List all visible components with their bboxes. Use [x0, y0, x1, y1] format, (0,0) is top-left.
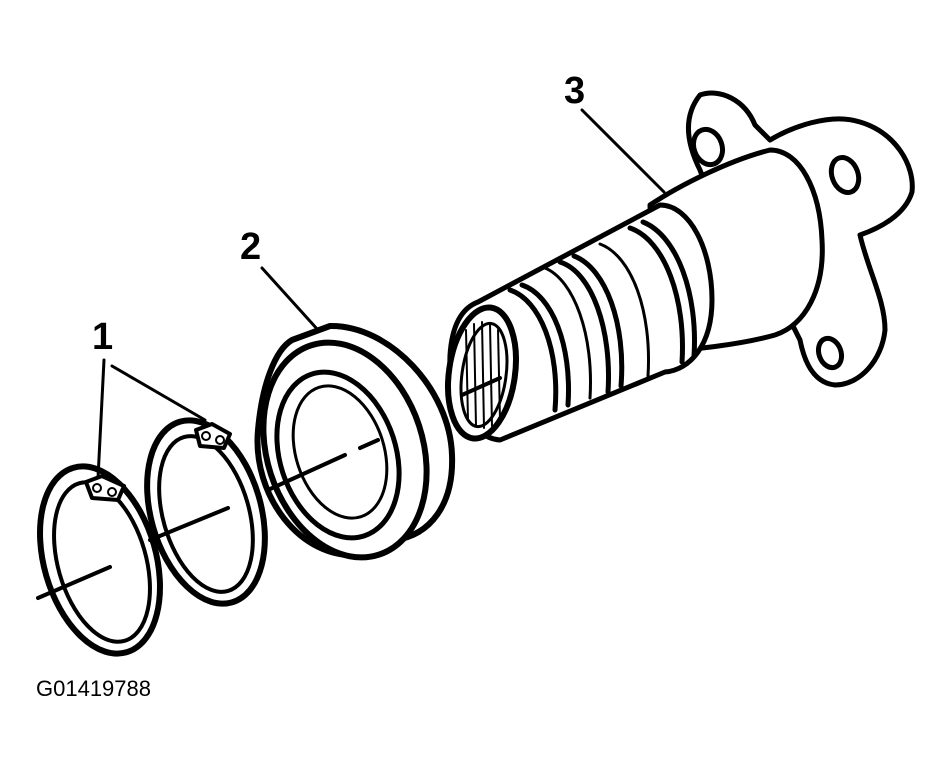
flange-bolt-hole — [815, 335, 846, 371]
needle-rollers — [466, 322, 500, 428]
flange-bolt-hole — [689, 125, 728, 168]
ring-front-inner — [37, 471, 167, 653]
ring-rear-inner — [143, 425, 270, 603]
callout-1: 1 — [92, 316, 114, 358]
retaining-ring-front — [20, 452, 181, 667]
shaft-groove — [545, 244, 649, 398]
leader-1b — [112, 366, 205, 420]
flange-bolt-hole — [827, 154, 864, 197]
seal-lip-inner — [277, 374, 403, 531]
callout-3: 3 — [564, 70, 586, 112]
shaft-groove — [510, 285, 569, 410]
leader-1a — [98, 360, 104, 478]
leader-lines — [98, 110, 664, 478]
ring-front-outer — [20, 452, 181, 667]
ring-rear-lug-hole — [216, 436, 224, 444]
shaft-yoke-assembly — [440, 93, 912, 443]
assembly-centerline — [38, 378, 500, 598]
ring-front-lug-hole — [93, 484, 101, 492]
seal — [237, 321, 453, 578]
shaft-groove — [560, 256, 622, 392]
ring-rear-outer — [127, 406, 285, 617]
figure-id: G01419788 — [36, 676, 151, 701]
callout-2: 2 — [240, 226, 262, 268]
ring-front-lug-hole — [108, 488, 116, 496]
shaft-groove — [630, 222, 695, 362]
leader-2 — [262, 268, 318, 330]
retaining-ring-rear — [127, 406, 285, 617]
leader-3 — [582, 110, 664, 192]
ring-rear-lug-hole — [202, 432, 210, 440]
